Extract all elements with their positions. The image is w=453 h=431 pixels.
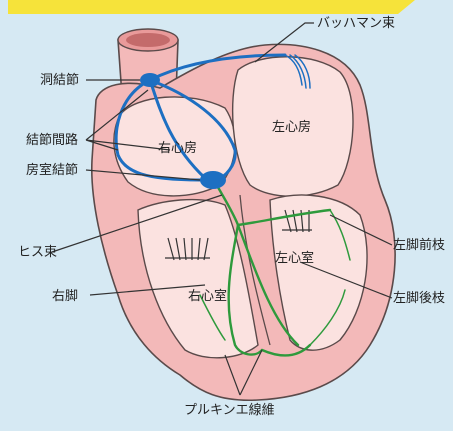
label-bachmann: バッハマン束 — [317, 16, 395, 31]
label-right-bundle: 右脚 — [52, 288, 78, 304]
label-left-ventricle: 左心室 — [275, 250, 314, 266]
label-left-posterior: 左脚後枝 — [393, 290, 445, 306]
label-left-anterior: 左脚前枝 — [393, 237, 445, 253]
label-left-atrium: 左心房 — [272, 119, 311, 135]
top-band — [8, 0, 415, 14]
label-right-atrium: 右心房 — [158, 140, 197, 156]
av-node — [200, 171, 226, 189]
label-purkinje: プルキンエ線維 — [184, 402, 275, 418]
label-internodal: 結節間路 — [26, 132, 78, 148]
label-right-ventricle: 右心室 — [188, 288, 227, 304]
label-av-node: 房室結節 — [26, 162, 78, 178]
label-his: ヒス束 — [18, 245, 57, 260]
label-sa-node: 洞結節 — [40, 73, 79, 88]
sa-node — [140, 73, 160, 87]
